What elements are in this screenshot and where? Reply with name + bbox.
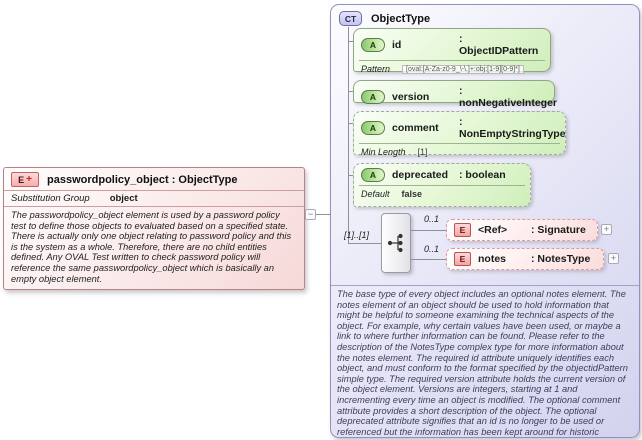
- attribute-type: : nonNegativeInteger: [459, 85, 558, 109]
- attribute-type: : boolean: [459, 169, 506, 181]
- attribute-comment-head: A comment : NonEmptyStringType: [354, 112, 566, 143]
- attribute-type: : NonEmptyStringType: [459, 116, 566, 140]
- facet-label: Min Length: [361, 147, 406, 157]
- element-icon-plus: +: [26, 174, 32, 185]
- global-element-icon: E+: [11, 172, 39, 187]
- collapse-toggle[interactable]: −: [305, 209, 316, 220]
- attribute-version-head: A version : nonNegativeInteger: [354, 81, 558, 112]
- attribute-comment-box[interactable]: A comment : NonEmptyStringType Min Lengt…: [353, 111, 566, 157]
- sequence-icon: [387, 233, 403, 253]
- attribute-icon: A: [361, 121, 385, 135]
- attribute-type: : ObjectIDPattern: [459, 33, 539, 57]
- stub-comment: [348, 123, 354, 124]
- objecttype-container[interactable]: CT ObjectType A id : ObjectIDPattern Pat…: [330, 4, 640, 440]
- notes-expand-toggle[interactable]: +: [608, 253, 619, 264]
- attribute-name: deprecated: [392, 169, 449, 181]
- attribute-icon: A: [361, 90, 385, 104]
- substitution-group-label: Substitution Group: [11, 193, 90, 204]
- attribute-name: version: [392, 91, 430, 103]
- stub-id: [348, 41, 354, 42]
- stub-sequence: [348, 243, 381, 244]
- ref-expand-toggle[interactable]: +: [601, 224, 612, 235]
- attribute-id-head: A id : ObjectIDPattern: [354, 29, 550, 60]
- notes-connector: [411, 259, 446, 260]
- element-icon: E: [454, 252, 471, 266]
- notes-element-box[interactable]: E notes : NotesType: [446, 248, 604, 270]
- passwordpolicy-object-box[interactable]: E+ passwordpolicy_object : ObjectType Su…: [3, 167, 305, 291]
- element-icon: E: [454, 223, 471, 237]
- attribute-name: comment: [392, 122, 439, 134]
- attribute-version-box[interactable]: A version : nonNegativeInteger: [353, 80, 557, 109]
- element-name: notes: [478, 253, 507, 265]
- objecttype-header: CT ObjectType: [339, 11, 430, 26]
- default-facet-row: Default false: [359, 185, 525, 201]
- element-type: : NotesType: [531, 253, 591, 265]
- complex-type-icon: CT: [339, 11, 362, 26]
- facet-label: Default: [361, 189, 390, 199]
- minlength-value: [1]: [417, 147, 428, 157]
- ref-element-box[interactable]: E <Ref> : Signature: [446, 219, 598, 241]
- substitution-group-row: Substitution Group object: [4, 191, 304, 207]
- stub-version: [348, 91, 354, 92]
- objecttype-annotation: The base type of every object includes a…: [331, 285, 639, 440]
- facet-label: Pattern: [361, 64, 391, 74]
- ref-cardinality: 0..1: [424, 214, 440, 224]
- minlength-facet-row: Min Length [1]: [359, 143, 560, 159]
- element-type: : Signature: [531, 224, 586, 236]
- attribute-deprecated-box[interactable]: A deprecated : boolean Default false: [353, 163, 531, 207]
- stub-deprecated: [348, 175, 354, 176]
- element-icon-letter: E: [18, 174, 25, 185]
- attribute-icon: A: [361, 38, 385, 52]
- notes-cardinality: 0..1: [424, 244, 440, 254]
- passwordpolicy-object-header: E+ passwordpolicy_object : ObjectType: [4, 168, 304, 191]
- connector-line: [316, 214, 331, 215]
- ref-connector: [411, 230, 446, 231]
- default-value: false: [401, 189, 423, 199]
- element-title: passwordpolicy_object : ObjectType: [47, 173, 238, 186]
- attribute-name: id: [392, 39, 402, 51]
- pattern-facet-row: Pattern [oval:[A-Za-z0-9_\-\.]+:obj:[1-9…: [359, 60, 545, 76]
- attribute-icon: A: [361, 168, 385, 182]
- complex-type-title: ObjectType: [371, 12, 431, 25]
- attribute-id-box[interactable]: A id : ObjectIDPattern Pattern [oval:[A-…: [353, 28, 551, 74]
- attribute-deprecated-head: A deprecated : boolean: [354, 164, 530, 185]
- sequence-cardinality: [1]..[1]: [344, 230, 370, 240]
- substitution-group-value[interactable]: object: [109, 193, 138, 204]
- sequence-compositor[interactable]: [381, 213, 411, 273]
- element-name: <Ref>: [478, 224, 508, 236]
- element-description: The passwordpolicy_object element is use…: [11, 210, 292, 284]
- pattern-value: [oval:[A-Za-z0-9_\-\.]+:obj:[1-9][0-9]*]: [402, 64, 524, 74]
- spine-line: [348, 27, 349, 243]
